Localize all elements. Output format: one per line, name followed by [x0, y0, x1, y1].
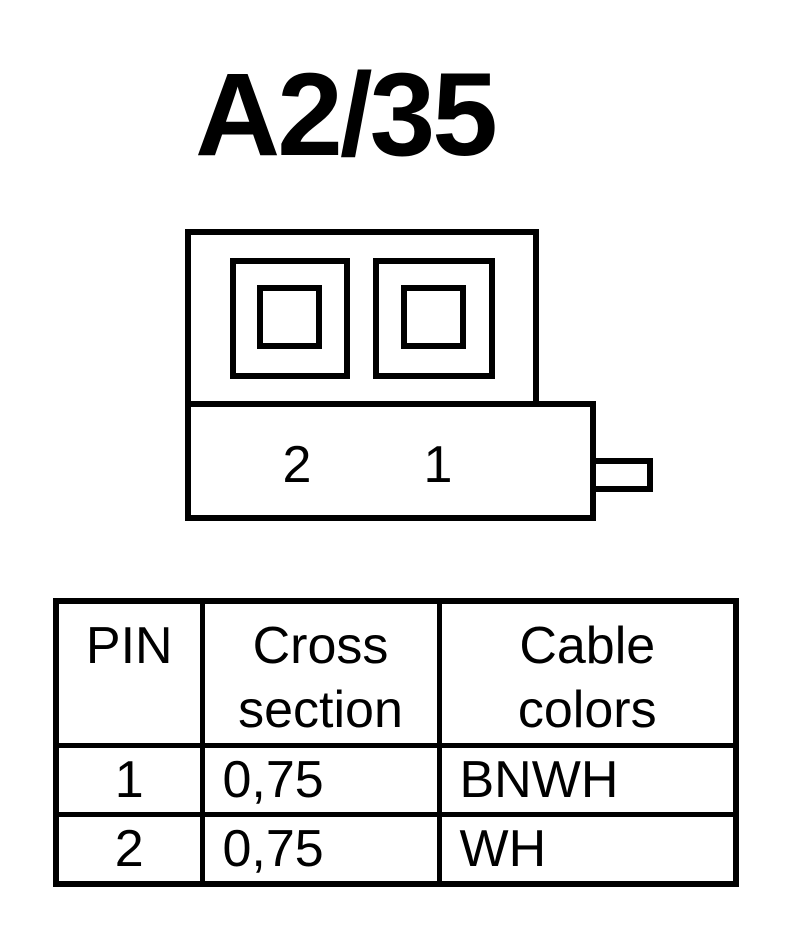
cell-cable-colors: WH [436, 811, 739, 886]
cell-pin: 2 [53, 811, 205, 886]
header-cross-section: Cross section [199, 598, 442, 748]
table-row: 2 0,75 WH [53, 811, 739, 886]
cell-pin: 1 [53, 742, 205, 817]
cell-cable-colors: BNWH [436, 742, 739, 817]
header-cable-colors: Cable colors [436, 598, 739, 748]
cell-cross-section: 0,75 [199, 742, 442, 817]
pin-label-2: 2 [283, 436, 312, 494]
connector-diagram: 2 1 [185, 229, 653, 521]
pin-assignment-table: PIN Cross section Cable colors 1 0,75 BN… [53, 598, 739, 887]
connector-latch [590, 458, 653, 492]
table-header-row: PIN Cross section Cable colors [53, 598, 739, 748]
pin-cavity-1-outer [373, 258, 495, 379]
connector-body [185, 401, 596, 521]
header-pin: PIN [53, 598, 205, 748]
pin-label-1: 1 [424, 436, 453, 494]
pin-cavity-2-inner [257, 285, 322, 349]
pin-cavity-1-inner [401, 285, 466, 349]
connector-title: A2/35 [195, 49, 498, 181]
connector-housing-upper [185, 229, 539, 404]
cell-cross-section: 0,75 [199, 811, 442, 886]
table-row: 1 0,75 BNWH [53, 742, 739, 817]
pin-cavity-2-outer [230, 258, 350, 379]
